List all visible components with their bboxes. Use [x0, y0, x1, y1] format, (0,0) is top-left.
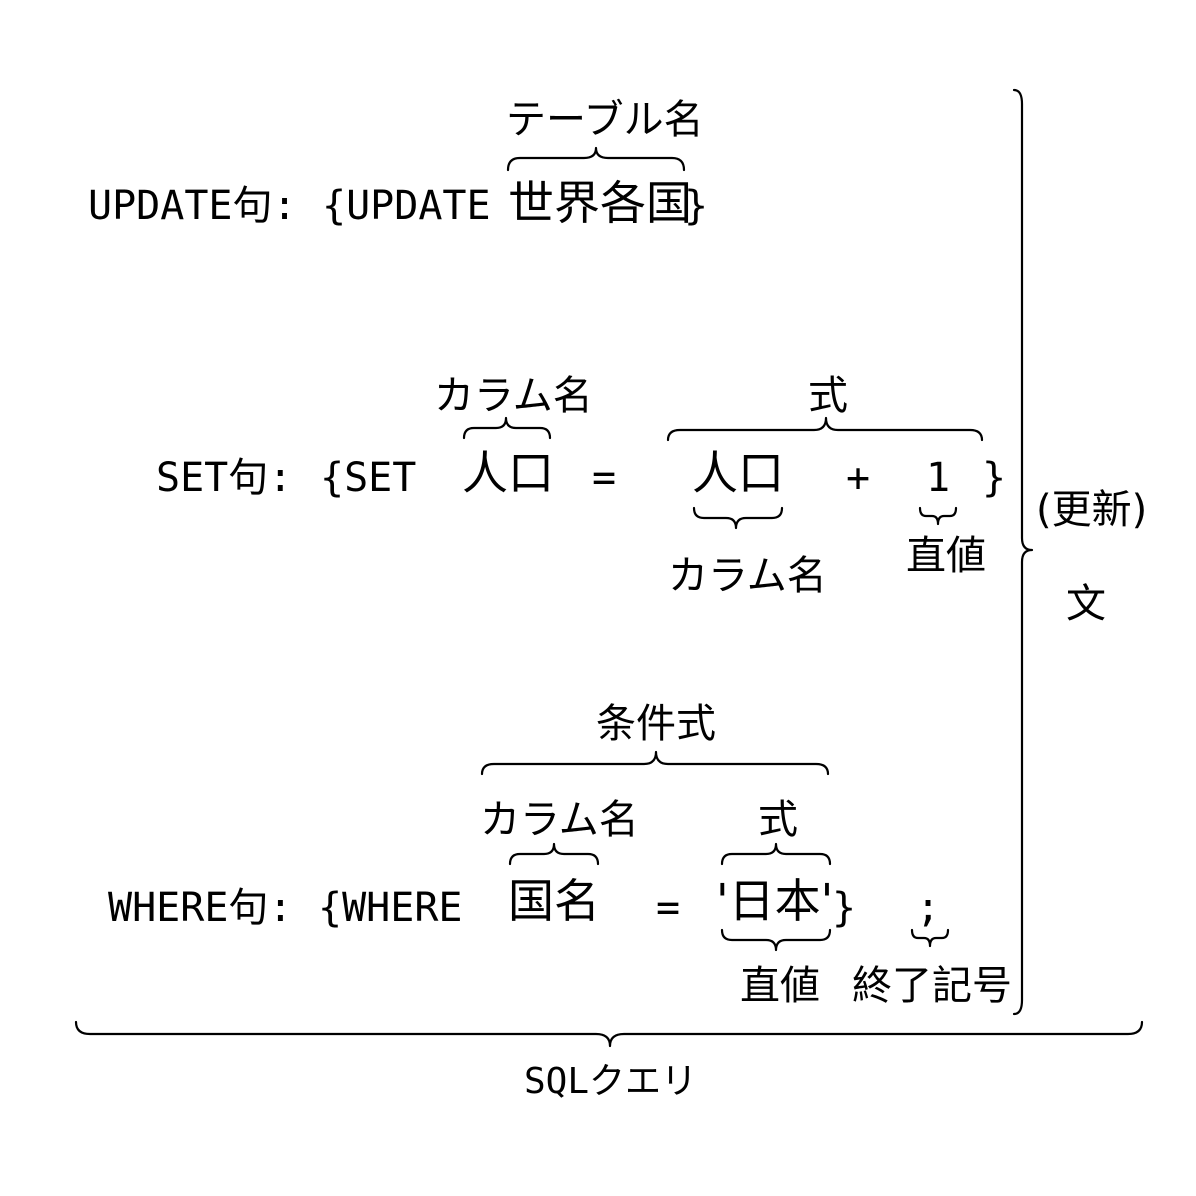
update-close-brace: } [684, 183, 709, 229]
set-literal-note: 直値 [906, 533, 986, 579]
table-name: 世界各国 [508, 176, 692, 230]
set-column-overbrace [462, 416, 552, 440]
statement-kind: (更新) [1036, 487, 1148, 533]
update-clause-label: UPDATE句: [88, 183, 297, 229]
terminator: ; [916, 885, 941, 931]
where-column: 国名 [508, 874, 600, 928]
where-column-note: カラム名 [480, 797, 639, 843]
where-close-brace: } [832, 885, 857, 931]
where-column-overbrace [508, 842, 600, 866]
statement-suffix: 文 [1066, 581, 1106, 627]
set-open-keyword: {SET [320, 455, 417, 501]
where-expr-note: 式 [758, 797, 798, 843]
where-equals: = [656, 885, 681, 931]
set-plus: + [846, 455, 871, 501]
set-literal: 1 [926, 455, 951, 501]
where-clause-label: WHERE句: [108, 885, 293, 931]
update-open-keyword: {UPDATE [322, 183, 491, 229]
table-overbrace [506, 146, 686, 172]
set-close-brace: } [982, 455, 1007, 501]
set-clause-label: SET句: [156, 455, 293, 501]
where-literal-note: 直値 [740, 963, 820, 1009]
terminator-note: 終了記号 [852, 963, 1012, 1009]
set-column: 人口 [462, 446, 554, 500]
set-literal-underbrace [918, 506, 958, 526]
set-expr-note: 式 [808, 373, 848, 419]
set-expr-overbrace [666, 416, 984, 442]
query-label: SQLクエリ [524, 1061, 698, 1102]
set-expr-column: 人口 [692, 446, 784, 500]
query-underbrace [74, 1020, 1144, 1048]
where-literal-underbrace [720, 928, 832, 952]
where-literal: '日本' [716, 874, 834, 928]
where-expr-overbrace [720, 842, 832, 866]
statement-brace [1012, 88, 1034, 1016]
set-expr-column-underbrace [692, 506, 784, 530]
terminator-underbrace [910, 928, 950, 948]
table-name-note: テーブル名 [506, 97, 704, 143]
set-column-note: カラム名 [434, 373, 593, 419]
set-expr-column-note: カラム名 [668, 553, 827, 599]
where-condition-overbrace [480, 750, 830, 776]
where-open-keyword: {WHERE [318, 885, 463, 931]
set-equals: = [592, 455, 617, 501]
where-condition-note: 条件式 [596, 701, 716, 747]
